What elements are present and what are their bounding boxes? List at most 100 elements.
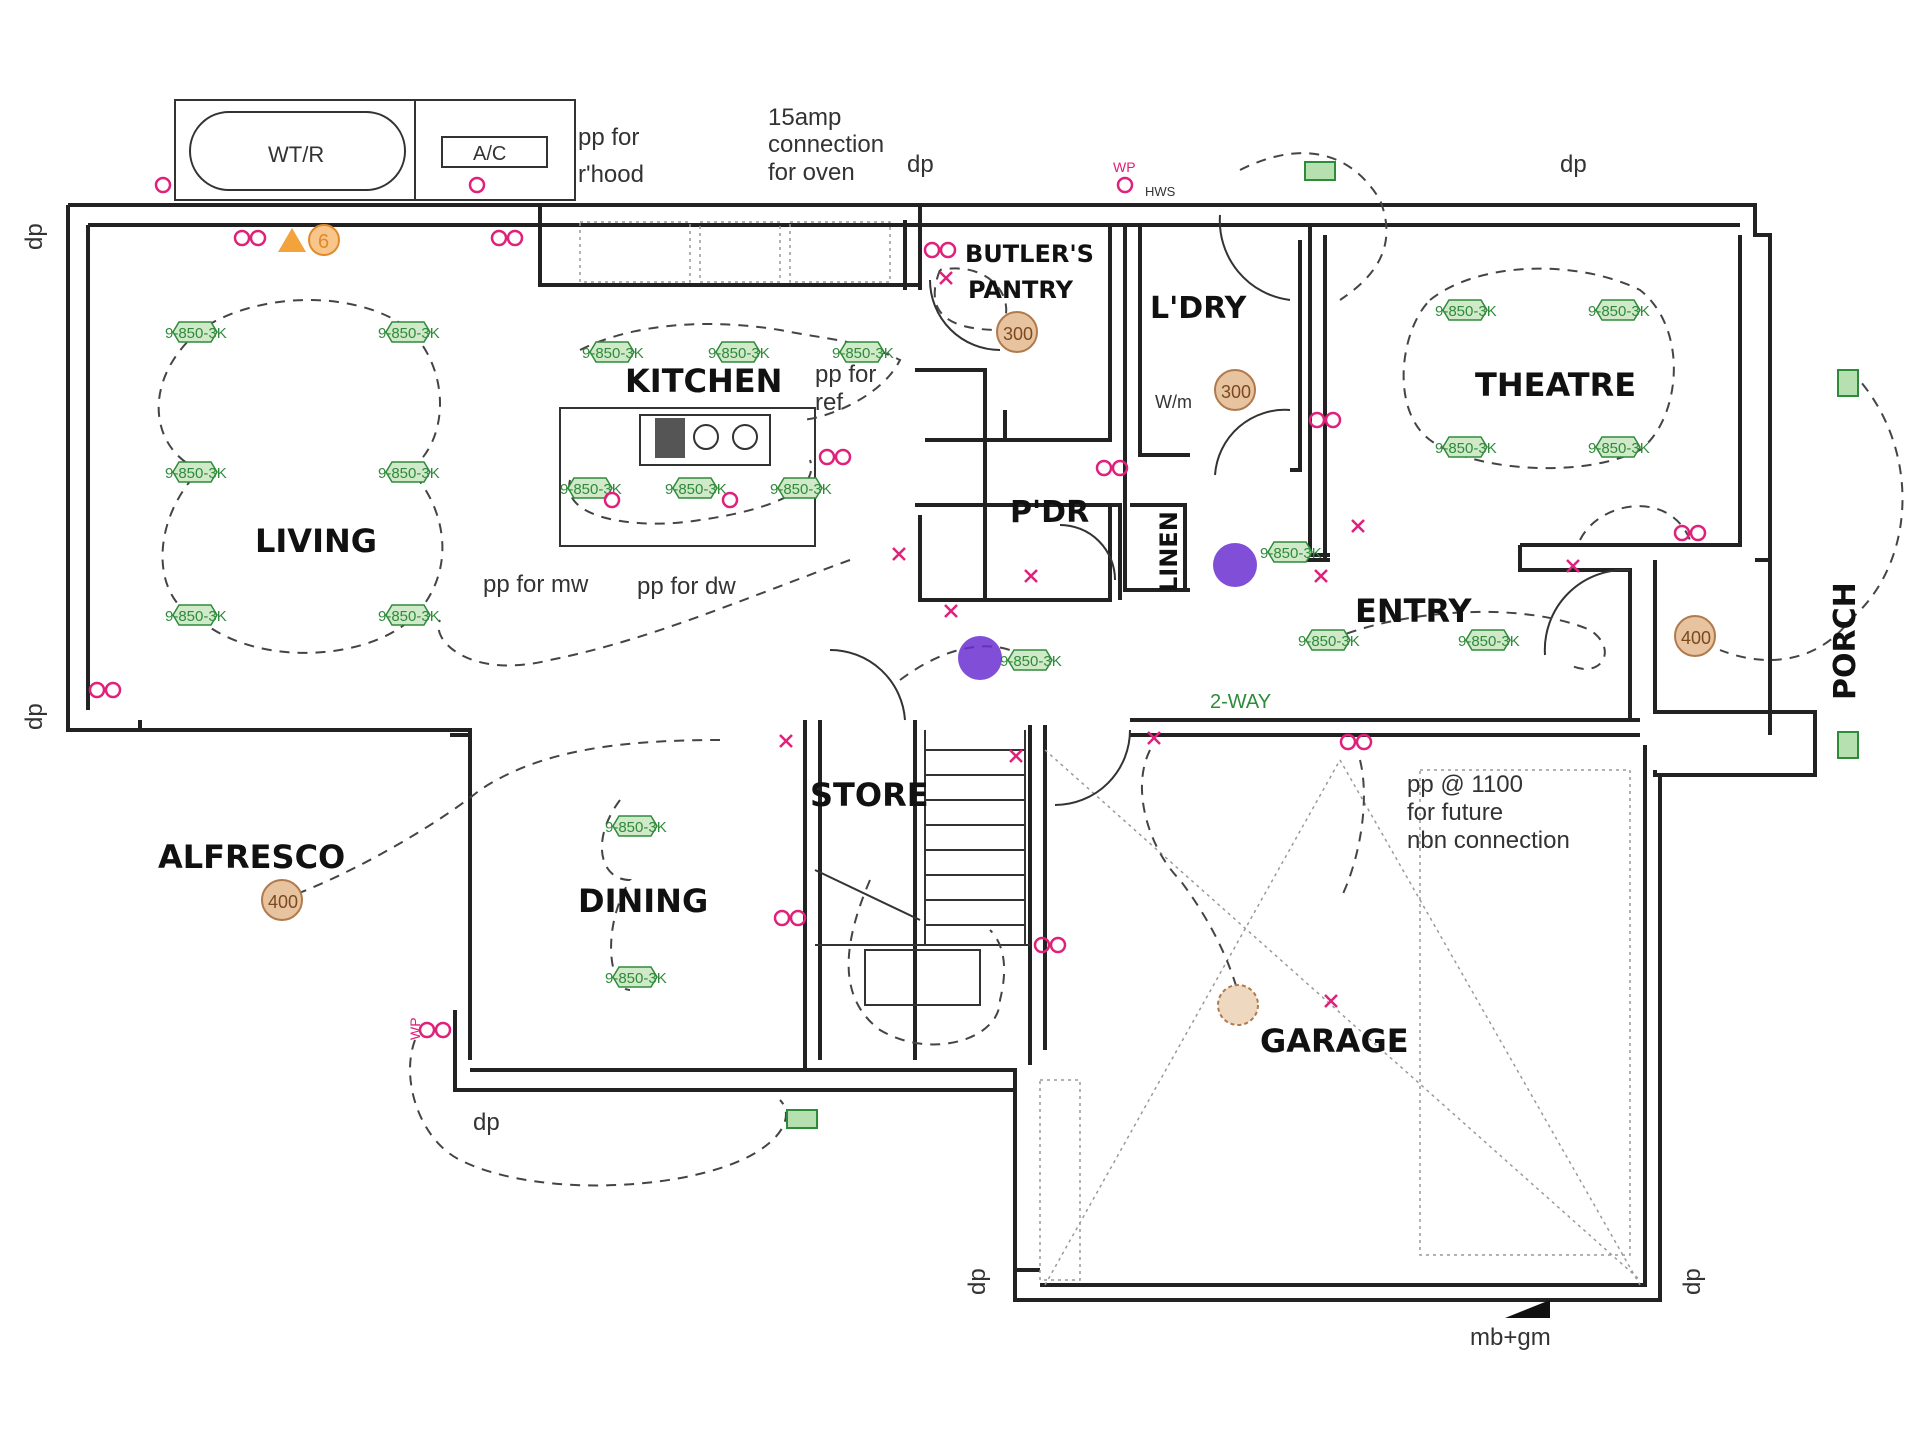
lights-group: 9-850-3K 9-850-3K 9-850-3K 9-850-3K 9-85… xyxy=(165,299,1650,988)
light: 9-850-3K xyxy=(605,815,667,837)
notes: WT/R A/C pp for r'hood 15amp connection … xyxy=(21,104,1706,1351)
light: 9-850-3K xyxy=(665,477,727,499)
light: 9-850-3K xyxy=(1298,629,1360,651)
svg-text:9-850-3K: 9-850-3K xyxy=(832,345,894,362)
svg-text:9-850-3K: 9-850-3K xyxy=(378,608,440,625)
light: 9-850-3K xyxy=(165,604,227,626)
svg-text:9-850-3K: 9-850-3K xyxy=(708,345,770,362)
note-oven-3: for oven xyxy=(768,159,855,186)
label-wp-2: WP xyxy=(407,1017,423,1040)
power-point xyxy=(490,229,524,247)
light: 9-850-3K xyxy=(1260,541,1322,563)
svg-text:9-850-3K: 9-850-3K xyxy=(1435,440,1497,457)
room-entry: ENTRY xyxy=(1355,592,1472,630)
svg-text:9-850-3K: 9-850-3K xyxy=(165,465,227,482)
svg-text:9-850-3K: 9-850-3K xyxy=(1588,303,1650,320)
svg-text:9-850-3K: 9-850-3K xyxy=(1435,303,1497,320)
note-rhood-2: r'hood xyxy=(578,161,644,188)
outdoor-lights xyxy=(786,161,1859,1129)
svg-text:400: 400 xyxy=(1681,628,1711,648)
power-point xyxy=(773,909,807,927)
power-point xyxy=(818,448,852,466)
power-point xyxy=(468,176,486,194)
svg-text:9-850-3K: 9-850-3K xyxy=(560,481,622,498)
garage-light xyxy=(1217,984,1259,1026)
svg-text:9-850-3K: 9-850-3K xyxy=(1588,440,1650,457)
power-point xyxy=(1339,733,1373,751)
light: 9-850-3K xyxy=(378,461,440,483)
note-mbgm: mb+gm xyxy=(1470,1324,1551,1351)
stairs xyxy=(814,730,1030,1006)
room-laundry: L'DRY xyxy=(1150,291,1248,326)
svg-text:6: 6 xyxy=(318,231,329,253)
light: 9-850-3K xyxy=(378,604,440,626)
room-kitchen: KITCHEN xyxy=(625,362,782,400)
note-dw: pp for dw xyxy=(637,573,736,600)
light: 9-850-3K xyxy=(1588,299,1650,321)
svg-text:300: 300 xyxy=(1003,324,1033,344)
light: 9-850-3K xyxy=(165,321,227,343)
light: 9-850-3K xyxy=(605,966,667,988)
svg-text:9-850-3K: 9-850-3K xyxy=(1298,633,1360,650)
room-garage: GARAGE xyxy=(1260,1022,1409,1060)
light: 9-850-3K xyxy=(832,341,894,363)
note-nbn-2: for future xyxy=(1407,799,1503,826)
label-wp-1: WP xyxy=(1113,159,1136,175)
note-ref-1: pp for xyxy=(815,361,876,388)
note-two-way: 2-WAY xyxy=(1210,691,1271,713)
power-point xyxy=(1116,176,1134,194)
svg-text:9-850-3K: 9-850-3K xyxy=(378,465,440,482)
svg-text:9-850-3K: 9-850-3K xyxy=(770,481,832,498)
svg-text:9-850-3K: 9-850-3K xyxy=(378,325,440,342)
svg-text:9-850-3K: 9-850-3K xyxy=(665,481,727,498)
switches xyxy=(779,271,1580,1008)
svg-text:400: 400 xyxy=(268,892,298,912)
light: 9-850-3K xyxy=(165,461,227,483)
room-dining: DINING xyxy=(578,882,708,920)
power-point xyxy=(1033,936,1067,954)
note-oven-1: 15amp xyxy=(768,104,841,131)
svg-text:9-850-3K: 9-850-3K xyxy=(1260,545,1322,562)
room-store: STORE xyxy=(810,776,929,814)
note-mw: pp for mw xyxy=(483,571,589,598)
svg-text:9-850-3K: 9-850-3K xyxy=(605,819,667,836)
label-ac: A/C xyxy=(473,143,506,165)
label-dp-6: dp xyxy=(964,1268,991,1295)
label-hws: HWS xyxy=(1145,184,1176,199)
power-point xyxy=(1308,411,1342,429)
note-oven-2: connection xyxy=(768,131,884,158)
door-swings xyxy=(829,214,1631,806)
label-dp-1: dp xyxy=(907,151,934,178)
power-point xyxy=(88,681,122,699)
room-theatre: THEATRE xyxy=(1475,366,1636,404)
room-butlers: BUTLER'S xyxy=(965,240,1094,268)
power-point xyxy=(418,1021,452,1039)
label-dp-7: dp xyxy=(1679,1268,1706,1295)
label-dp-2: dp xyxy=(1560,151,1587,178)
label-wtr: WT/R xyxy=(268,142,324,167)
light: 9-850-3K xyxy=(1458,629,1520,651)
power-point xyxy=(721,491,739,509)
light: 9-850-3K xyxy=(1435,299,1497,321)
meter-box xyxy=(1505,1300,1550,1318)
light: 9-850-3K xyxy=(770,477,832,499)
note-ref-2: ref xyxy=(815,389,843,416)
svg-text:9-850-3K: 9-850-3K xyxy=(165,608,227,625)
svg-text:9-850-3K: 9-850-3K xyxy=(1000,653,1062,670)
room-linen: LINEN xyxy=(1155,511,1183,592)
room-pdr: P'DR xyxy=(1010,495,1089,530)
fixture-alfresco: 400 xyxy=(261,879,303,921)
fan-pdr xyxy=(958,636,1002,680)
light: 9-850-3K xyxy=(1000,649,1062,671)
svg-text:9-850-3K: 9-850-3K xyxy=(605,970,667,987)
fixture-laundry: 300 xyxy=(1214,369,1256,411)
room-living: LIVING xyxy=(255,522,377,560)
power-point xyxy=(923,241,957,259)
light: 9-850-3K xyxy=(1588,436,1650,458)
svg-text:300: 300 xyxy=(1221,382,1251,402)
fixture-pantry: 300 xyxy=(996,311,1038,353)
label-wm: W/m xyxy=(1155,392,1192,412)
outdoor-units xyxy=(174,99,576,201)
power-point xyxy=(603,491,621,509)
